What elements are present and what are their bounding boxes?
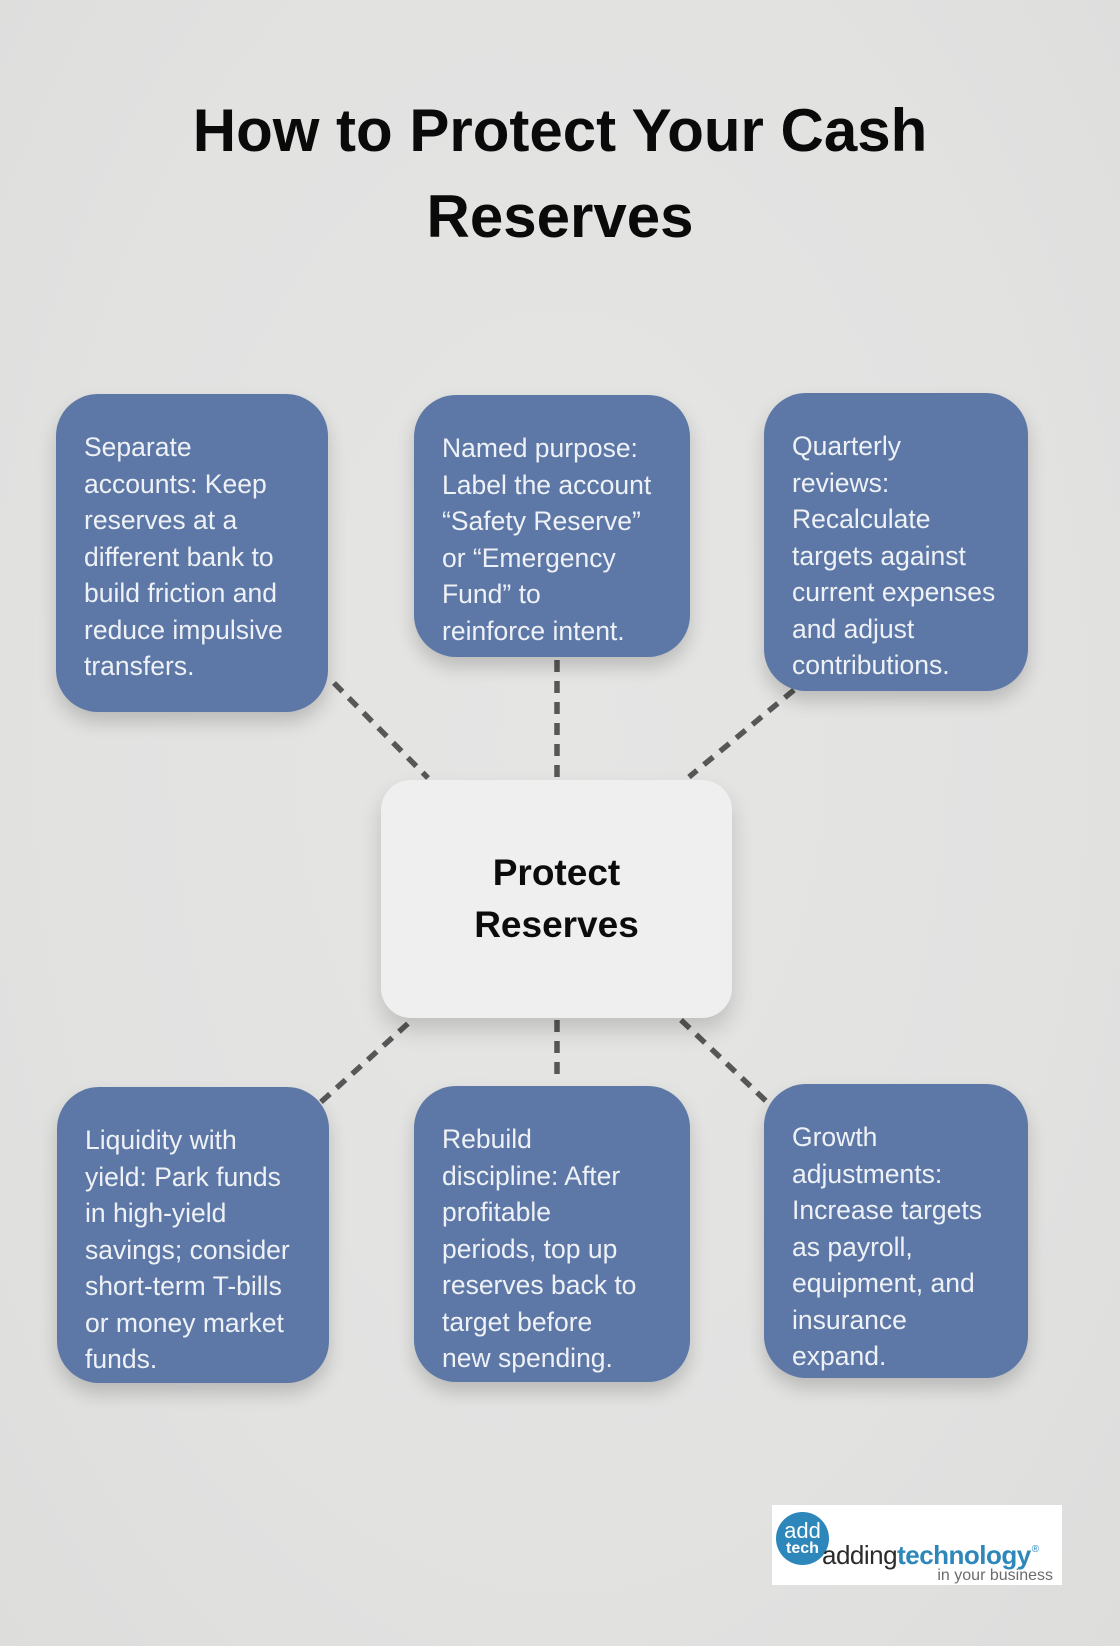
topic-box-quarterly-reviews: Quarterly reviews: Recalculate targets a… — [764, 393, 1028, 691]
topic-text-rebuild-discipline: Rebuild discipline: After profitable per… — [442, 1124, 637, 1373]
badge-add-text: add — [784, 1518, 821, 1543]
logo-brand-wordmark: addingtechnology® — [822, 1540, 1039, 1575]
logo-tagline: in your business — [937, 1567, 1053, 1584]
connector-top-left-line — [332, 681, 430, 780]
registered-trademark-mark: ® — [1031, 1544, 1039, 1555]
topic-text-named-purpose: Named purpose: Label the account “Safety… — [442, 433, 652, 646]
addtech-logo: add tech addingtechnology® in your busin… — [772, 1505, 1062, 1585]
topic-box-growth-adjustments: Growth adjustments: Increase targets as … — [764, 1084, 1028, 1378]
addtech-badge-icon: add tech — [776, 1512, 829, 1565]
topic-box-rebuild-discipline: Rebuild discipline: After profitable per… — [414, 1086, 690, 1382]
topic-text-separate-accounts: Separate accounts: Keep reserves at a di… — [84, 432, 283, 681]
connector-bottom-left-line — [319, 1016, 415, 1105]
center-node-label: Protect Reserves — [474, 852, 639, 945]
badge-tech-text: tech — [786, 1540, 819, 1557]
topic-box-liquidity-with-yield: Liquidity with yield: Park funds in high… — [57, 1087, 329, 1383]
page-title: How to Protect Your Cash Reserves — [192, 97, 928, 250]
topic-text-liquidity-with-yield: Liquidity with yield: Park funds in high… — [85, 1125, 290, 1374]
brand-suffix-text: technology — [897, 1540, 1031, 1570]
brand-prefix-text: adding — [822, 1540, 898, 1570]
connector-bottom-right-line — [679, 1018, 768, 1103]
topic-box-named-purpose: Named purpose: Label the account “Safety… — [414, 395, 690, 657]
topic-text-growth-adjustments: Growth adjustments: Increase targets as … — [792, 1122, 983, 1371]
center-node-protect-reserves: Protect Reserves — [381, 780, 732, 1018]
topic-box-separate-accounts: Separate accounts: Keep reserves at a di… — [56, 394, 328, 712]
topic-text-quarterly-reviews: Quarterly reviews: Recalculate targets a… — [792, 431, 996, 680]
connector-top-right-line — [687, 687, 796, 780]
